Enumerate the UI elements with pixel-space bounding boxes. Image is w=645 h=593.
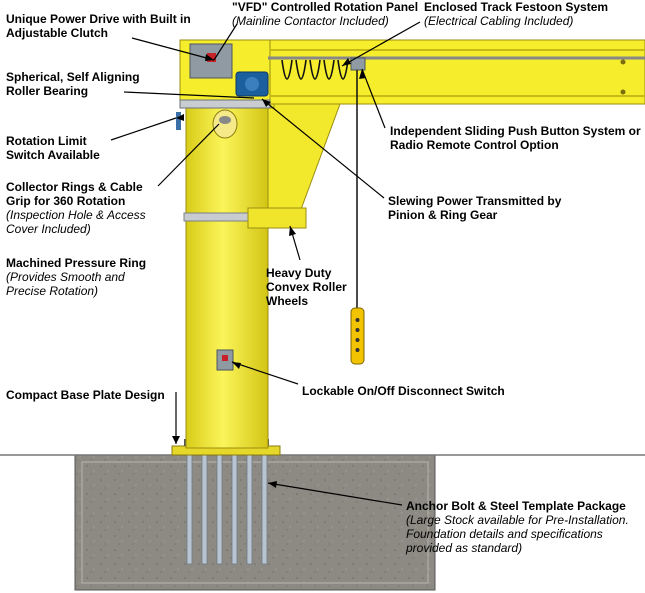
leader-collector-rings [157, 123, 220, 187]
label-roller-bearing: Spherical, Self Aligning Roller Bearing [6, 70, 166, 98]
leader-slewing [261, 98, 385, 199]
boom-bolt [620, 59, 626, 65]
boom-bolt [620, 89, 626, 95]
label-anchor-bolt: Anchor Bolt & Steel Template Package (La… [406, 499, 642, 555]
label-pressure-ring-sub: (Provides Smooth and Precise Rotation) [6, 270, 125, 298]
label-vfd-panel-sub: (Mainline Contactor Included) [232, 14, 389, 28]
label-disconnect-title: Lockable On/Off Disconnect Switch [302, 384, 505, 398]
rotation-limit-switch [176, 112, 181, 130]
leader-power-drive [131, 37, 215, 61]
label-festoon-sub: (Electrical Cabling Included) [424, 14, 574, 28]
label-push-button-title: Independent Sliding Push Button System o… [390, 124, 641, 152]
leader-roller-bearing [123, 91, 255, 99]
label-roller-wheels-title: Heavy Duty Convex Roller Wheels [266, 266, 347, 308]
label-anchor-bolt-title: Anchor Bolt & Steel Template Package [406, 499, 626, 513]
label-slewing-title: Slewing Power Transmitted by Pinion & Ri… [388, 194, 562, 222]
label-disconnect: Lockable On/Off Disconnect Switch [302, 384, 542, 398]
leader-festoon [341, 21, 421, 67]
label-collector-rings-title: Collector Rings & Cable Grip for 360 Rot… [6, 180, 143, 208]
roller-wheel-bracket [247, 207, 307, 229]
leader-arrows [172, 54, 366, 488]
label-base-plate-title: Compact Base Plate Design [6, 388, 165, 402]
label-vfd-panel-title: "VFD" Controlled Rotation Panel [232, 0, 419, 14]
label-roller-bearing-title: Spherical, Self Aligning Roller Bearing [6, 70, 140, 98]
concrete-foundation [74, 454, 436, 591]
slewing-ring-gear [179, 99, 271, 109]
boom-gusset [267, 103, 341, 213]
foundation-inner-outline [81, 461, 429, 584]
festoon-cables [281, 59, 349, 80]
leader-disconnect [231, 361, 299, 385]
label-slewing: Slewing Power Transmitted by Pinion & Ri… [388, 194, 563, 222]
disconnect-switch-icon [216, 349, 234, 371]
label-collector-rings-sub: (Inspection Hole & Access Cover Included… [6, 208, 146, 236]
label-power-drive: Unique Power Drive with Built in Adjusta… [6, 12, 226, 40]
label-festoon: Enclosed Track Festoon System (Electrica… [424, 0, 644, 28]
collector-ring-icon [212, 109, 238, 139]
label-power-drive-title: Unique Power Drive with Built in Adjusta… [6, 12, 191, 40]
label-pressure-ring-title: Machined Pressure Ring [6, 256, 147, 270]
leader-anchor-bolt [267, 482, 403, 506]
label-push-button: Independent Sliding Push Button System o… [390, 124, 642, 152]
label-rotation-limit-title: Rotation Limit Switch Available [6, 134, 100, 162]
label-pressure-ring: Machined Pressure Ring (Provides Smooth … [6, 256, 166, 298]
label-vfd-panel: "VFD" Controlled Rotation Panel (Mainlin… [232, 0, 462, 28]
leader-lines [110, 21, 421, 506]
label-rotation-limit: Rotation Limit Switch Available [6, 134, 126, 162]
mast-column [185, 107, 269, 449]
leader-push-button [361, 68, 386, 129]
push-button-pendant-icon [350, 307, 365, 365]
leader-rotation-limit [110, 117, 177, 141]
label-roller-wheels: Heavy Duty Convex Roller Wheels [266, 266, 376, 308]
drive-motor-icon [235, 71, 269, 97]
label-collector-rings: Collector Rings & Cable Grip for 360 Rot… [6, 180, 170, 236]
label-festoon-title: Enclosed Track Festoon System [424, 0, 609, 14]
label-base-plate: Compact Base Plate Design [6, 388, 206, 402]
label-anchor-bolt-sub: (Large Stock available for Pre-Installat… [406, 513, 629, 555]
power-drive-panel-icon [189, 43, 233, 79]
leader-vfd-panel [213, 23, 238, 61]
